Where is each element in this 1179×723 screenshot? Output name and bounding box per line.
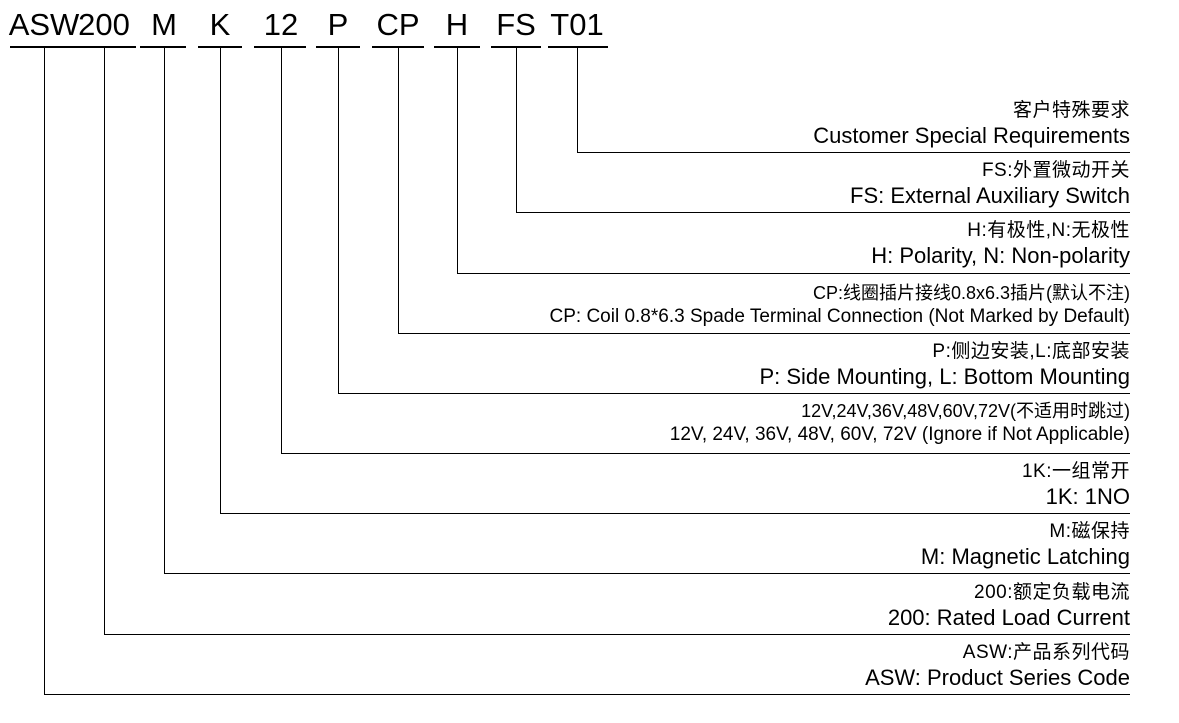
description-cn-fs: FS:外置微动开关	[981, 160, 1130, 181]
description-en-p: P: Side Mounting, L: Bottom Mounting	[759, 364, 1130, 389]
leader-horizontal-12	[281, 453, 1130, 454]
description-cn-asw: ASW:产品系列代码	[962, 642, 1130, 663]
description-cp: CP:线圈插片接线0.8x6.3插片(默认不注) CP: Coil 0.8*6.3…	[550, 282, 1131, 329]
code-segment-p: P	[327, 7, 349, 42]
code-segment-h: H	[445, 7, 469, 42]
leader-vertical-m	[164, 48, 165, 573]
code-underline-12	[254, 46, 306, 48]
description-en-k: 1K: 1NO	[1045, 484, 1130, 509]
code-segment-fs: FS	[496, 7, 536, 42]
leader-vertical-fs	[516, 48, 517, 212]
leader-horizontal-t01	[577, 152, 1130, 153]
leader-horizontal-fs	[516, 212, 1130, 213]
description-cn-t01: 客户特殊要求	[1012, 100, 1130, 121]
description-en-fs: FS: External Auxiliary Switch	[850, 183, 1130, 208]
leader-horizontal-200	[104, 634, 1130, 635]
leader-horizontal-h	[457, 273, 1130, 274]
code-segment-200: 200	[78, 7, 130, 42]
description-cn-cp: CP:线圈插片接线0.8x6.3插片(默认不注)	[812, 283, 1130, 303]
leader-vertical-cp	[398, 48, 399, 333]
leader-vertical-asw	[44, 48, 45, 694]
description-en-asw: ASW: Product Series Code	[865, 665, 1130, 690]
code-underline-k	[198, 46, 242, 48]
description-cn-h: H:有极性,N:无极性	[967, 220, 1130, 241]
code-segment-m: M	[151, 7, 177, 42]
description-en-cp: CP: Coil 0.8*6.3 Spade Terminal Connecti…	[549, 306, 1131, 327]
code-underline-fs	[491, 46, 541, 48]
leader-vertical-k	[220, 48, 221, 513]
description-12: 12V,24V,36V,48V,60V,72V(不适用时跳过) 12V, 24V,…	[670, 400, 1130, 447]
code-underline-m	[140, 46, 186, 48]
description-en-h: H: Polarity, N: Non-polarity	[871, 243, 1130, 268]
leader-horizontal-k	[220, 513, 1130, 514]
leader-horizontal-p	[338, 393, 1130, 394]
description-cn-p: P:侧边安装,L:底部安装	[932, 341, 1130, 362]
leader-vertical-p	[338, 48, 339, 393]
code-underline-200	[74, 46, 136, 48]
leader-vertical-12	[281, 48, 282, 453]
code-underline-asw	[10, 46, 76, 48]
code-underline-cp	[372, 46, 424, 48]
code-segment-12: 12	[263, 7, 299, 42]
code-segment-t01: T01	[550, 7, 604, 42]
description-cn-200: 200:额定负载电流	[974, 582, 1130, 603]
code-underline-p	[316, 46, 360, 48]
leader-horizontal-m	[164, 573, 1130, 574]
description-en-m: M: Magnetic Latching	[920, 544, 1130, 569]
code-segment-asw: ASW	[8, 7, 80, 42]
description-cn-m: M:磁保持	[1049, 521, 1130, 542]
description-cn-12: 12V,24V,36V,48V,60V,72V(不适用时跳过)	[801, 401, 1130, 421]
code-segment-k: K	[209, 7, 231, 42]
leader-vertical-h	[457, 48, 458, 273]
leader-vertical-200	[104, 48, 105, 634]
description-cn-k: 1K:一组常开	[1021, 461, 1130, 482]
leader-vertical-t01	[577, 48, 578, 152]
code-underline-h	[434, 46, 480, 48]
description-en-t01: Customer Special Requirements	[813, 123, 1130, 148]
leader-horizontal-cp	[398, 333, 1130, 334]
code-segment-cp: CP	[376, 7, 420, 42]
leader-horizontal-asw	[44, 694, 1130, 695]
code-underline-t01	[548, 46, 608, 48]
description-en-200: 200: Rated Load Current	[887, 605, 1130, 630]
description-en-12: 12V, 24V, 36V, 48V, 60V, 72V (Ignore if …	[669, 424, 1130, 445]
